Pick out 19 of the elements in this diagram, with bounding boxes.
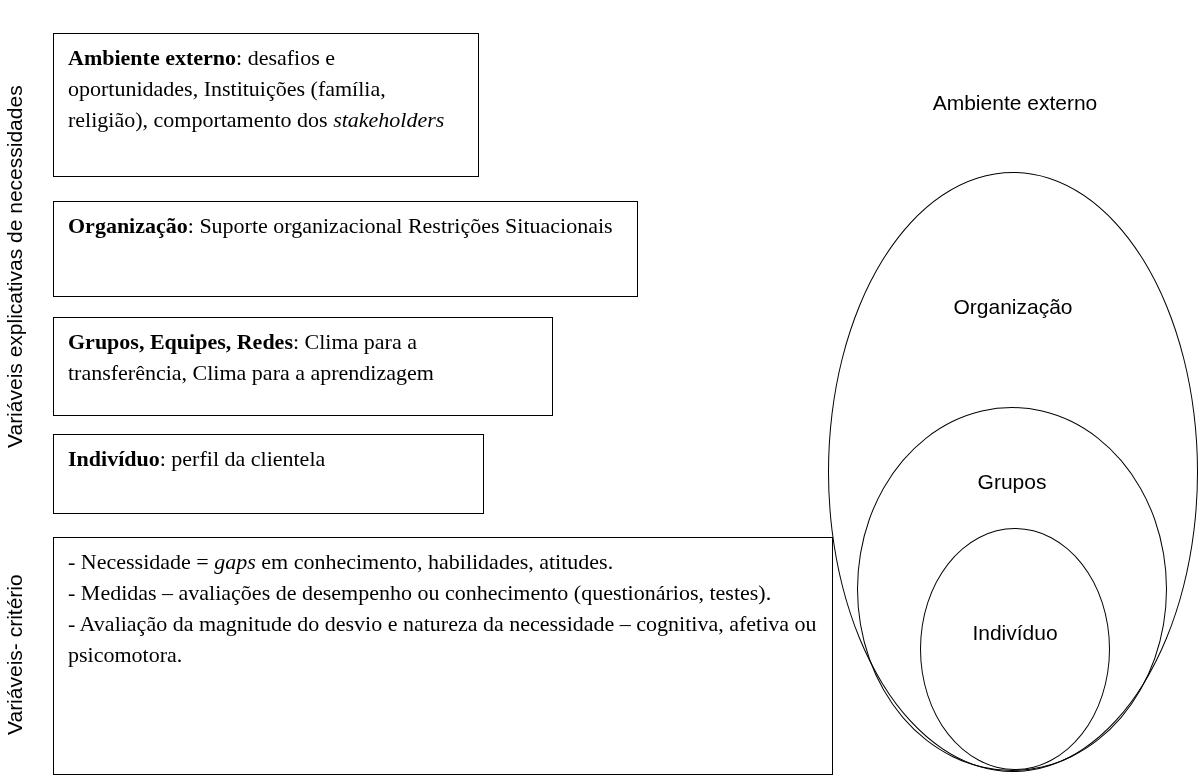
axis-label: Variáveis- critério — [2, 573, 27, 738]
text-box — [53, 33, 479, 177]
axis-label: Variáveis explicativas de necessidades — [2, 84, 27, 451]
level-label: Indivíduo — [971, 620, 1059, 646]
level-label: Organização — [952, 294, 1074, 320]
description-text: Indivíduo: perfil da clientela — [68, 445, 327, 473]
description-text: Ambiente externo: desafios e oportunidades, Instituições (família, religião), comportamento dos stakeholders — [68, 44, 446, 134]
text-box — [53, 201, 638, 297]
description-text: - Medidas – avaliações de desempenho ou conhecimento (questionários, testes). — [68, 579, 773, 607]
description-text: Grupos, Equipes, Redes: Clima para a transferência, Clima para a aprendizagem — [68, 328, 435, 387]
description-text: - Avaliação da magnitude do desvio e natureza da necessidade – cognitiva, afetiva ou psicomotora. — [68, 610, 818, 669]
text-box — [53, 434, 484, 514]
description-text: Organização: Suporte organizacional Restrições Situacionais — [68, 212, 614, 240]
ellipse-region — [857, 407, 1167, 771]
text-box — [53, 537, 833, 775]
text-box — [53, 317, 553, 416]
level-label: Grupos — [976, 469, 1048, 495]
description-text: - Necessidade = gaps em conhecimento, habilidades, atitudes. — [68, 548, 615, 576]
outer-level-label: Ambiente externo — [931, 90, 1099, 116]
